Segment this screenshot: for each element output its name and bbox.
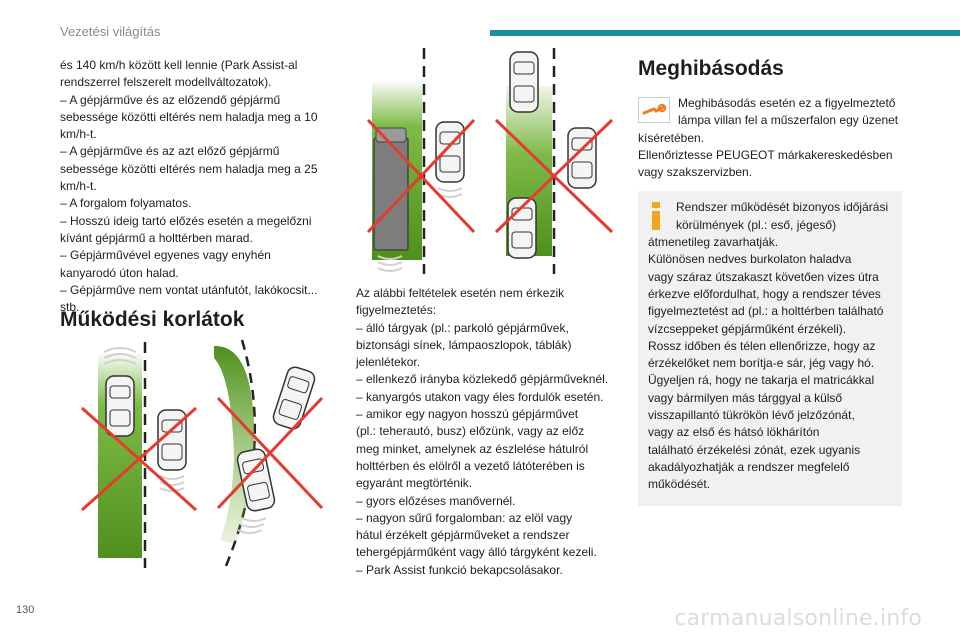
text-line: körülmények (pl.: eső, jégeső) [676, 217, 837, 232]
text-line: tehergépjárműként vagy álló tárgyként ke… [356, 545, 597, 560]
figure-truck-limits [366, 48, 476, 274]
car-own [105, 375, 135, 437]
text-line: meg minket, amelynek az észlelése hátulr… [356, 441, 589, 456]
car-oncoming [509, 51, 539, 113]
text-line: biztonsági sínek, lámpaoszlopok, táblák) [356, 337, 572, 352]
text-line: km/h-t. [60, 127, 97, 142]
text-line: érzékelőket nem borítja-e sár, jég vagy … [648, 356, 875, 371]
column-2-text: Az alábbi feltételek esetén nem érkezik … [356, 285, 626, 579]
text-line: – Gépjárműve nem vontat utánfutót, lakók… [60, 282, 318, 297]
text-line: km/h-t. [60, 179, 97, 194]
car-own [236, 448, 276, 512]
text-line: érkezve előfordulhat, hogy a rendszer té… [648, 286, 881, 301]
column-1-text: és 140 km/h között kell lennie (Park Ass… [60, 57, 330, 316]
page-header-title: Vezetési világítás [60, 24, 161, 39]
text-line: Rossz időben és télen ellenőrizze, hogy … [648, 338, 876, 353]
text-line: – álló tárgyak (pl.: parkoló gépjárművek… [356, 320, 569, 335]
text-line: – A forgalom folyamatos. [60, 196, 192, 211]
text-line: hátul érzékelt gépjárműveket a rendszer [356, 528, 570, 543]
text-line: Az alábbi feltételek esetén nem érkezik [356, 286, 565, 300]
text-line: és 140 km/h között kell lennie (Park Ass… [60, 58, 298, 72]
text-line: – Hosszú ideig tartó előzés esetén a meg… [60, 213, 312, 228]
text-line: – kanyargós utakon vagy éles fordulók es… [356, 389, 604, 404]
text-line: – nagyon sűrű forgalomban: az elöl vagy [356, 510, 573, 525]
text-line: kíséretében. [638, 130, 705, 145]
section-title-limits: Működési korlátok [60, 308, 245, 331]
text-line: vízcseppeket gépjárműként érzékeli). [648, 321, 847, 336]
car-adjacent [272, 366, 316, 430]
text-line: kanyarodó úton halad. [60, 265, 179, 280]
text-line: akadályozhatják a rendszer megfelelő [648, 459, 850, 474]
text-line: – A gépjárműve és az azt előző gépjármű [60, 144, 280, 159]
cross-mark [80, 406, 198, 512]
info-box: Rendszer működését bizonyos időjárási kö… [638, 191, 902, 506]
text-line: – ellenkező irányba közlekedő gépjárműve… [356, 372, 609, 387]
cross-mark [216, 396, 324, 510]
failure-paragraph: Meghibásodás esetén ez a figyelmeztető l… [638, 95, 908, 181]
page-number: 130 [16, 604, 35, 616]
text-line: (pl.: teherautó, busz) előzünk, vagy az … [356, 424, 585, 439]
text-line: lámpa villan fel a műszerfalon egy üzene… [678, 113, 899, 128]
text-line: – A gépjárműve és az előzendő gépjármű [60, 92, 281, 107]
text-line: vagy az első és hátsó lökhárítón [648, 425, 820, 440]
text-line: – Park Assist funkció bekapcsolásakor. [356, 562, 563, 577]
text-line: – gyors előzéses manővernél. [356, 493, 516, 508]
text-line: egyaránt megtörténik. [356, 476, 473, 491]
text-line: sebessége közötti eltérés nem haladja me… [60, 161, 318, 176]
text-line: jelenlétekor. [356, 355, 421, 370]
cross-mark [494, 118, 614, 234]
info-icon [652, 202, 660, 231]
car-adjacent [435, 121, 465, 183]
text-line: visszapillantó tükrökön lévő jelzőzónát, [648, 408, 855, 423]
wrench-warning-icon [638, 97, 670, 123]
column-3-text: Meghibásodás Meghibásodás esetén ez a fi… [638, 57, 908, 506]
text-line: Rendszer működését bizonyos időjárási [676, 200, 889, 215]
text-line: kívánt gépjármű a holttérben marad. [60, 230, 253, 245]
text-line: vagy bármilyen más tárggyal a külső [648, 390, 843, 405]
text-line: Ellenőriztesse PEUGEOT márkakereskedésbe… [638, 147, 893, 162]
text-line: vagy száraz útszakaszt követően vizes út… [648, 269, 879, 284]
text-line: Ügyeljen rá, hogy ne takarja el matricák… [648, 373, 875, 388]
text-line: vagy szakszervizben. [638, 165, 753, 180]
figure-opposite-direction-limits [494, 48, 614, 274]
text-line: működését. [648, 477, 711, 492]
text-line: sebessége közötti eltérés nem haladja me… [60, 109, 318, 124]
text-line: Különösen nedves burkolaton haladva [648, 252, 852, 267]
text-line: – amikor egy nagyon hosszú gépjárművet [356, 407, 579, 422]
text-line: holttérben és elölről a vezető látóteréb… [356, 458, 585, 473]
figure-curved-road-limits [214, 339, 324, 567]
figure-straight-road-limits [80, 342, 198, 568]
section-title-failure: Meghibásodás [638, 57, 784, 80]
text-line: átmenetileg zavarhatják. [648, 235, 779, 250]
text-line: rendszerrel felszerelt modellváltozatok)… [60, 75, 272, 90]
text-line: figyelmeztetés: [356, 303, 437, 318]
text-line: – Gépjárművével egyenes vagy enyhén [60, 248, 271, 263]
text-line: Meghibásodás esetén ez a figyelmeztető [678, 96, 896, 110]
info-paragraph: Rendszer működését bizonyos időjárási kö… [648, 199, 892, 493]
watermark: carmanualsonline.info [674, 606, 922, 631]
cross-mark [366, 118, 476, 234]
text-line: figyelmeztetést ad (pl.: a holttérben ta… [648, 304, 884, 319]
detection-zone [214, 345, 255, 544]
text-line: stb. [60, 300, 80, 315]
text-line: található érzékelési zónát, ezek ugyanis [648, 442, 861, 457]
header-accent-bar [490, 30, 960, 36]
